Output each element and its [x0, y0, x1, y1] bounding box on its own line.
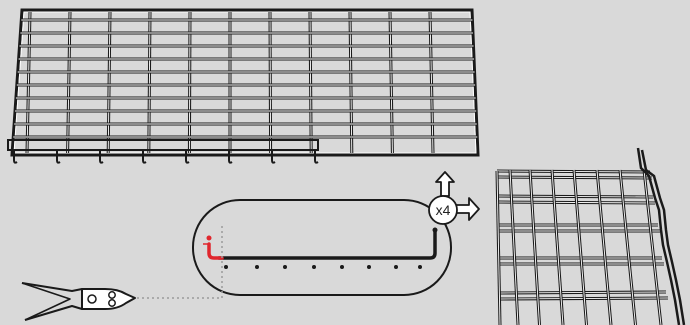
cut-instruction-panel [135, 200, 451, 298]
cross-wire-dot [394, 265, 398, 269]
tray-right-long-wire-highlight [620, 170, 636, 325]
repeat-badge-group: x4 [429, 172, 479, 224]
tray-right-long-wire-highlight [597, 170, 611, 325]
cut-panel-outline [193, 200, 451, 295]
cross-wire-dot [367, 265, 371, 269]
cutter-handle-top [22, 283, 82, 291]
tray-right-long-wire-highlight [510, 170, 518, 325]
cut-end-dot [207, 236, 212, 241]
wire-end-dot [433, 228, 438, 233]
repeat-count-label: x4 [436, 202, 451, 218]
cross-wire-dot [340, 265, 344, 269]
move-up-arrow-icon [436, 172, 454, 196]
wire-mesh-tray-top [8, 10, 478, 163]
tray-right-long-wire-highlight [552, 170, 563, 325]
tray-right-mesh [497, 148, 684, 325]
cross-wire-dot [312, 265, 316, 269]
cutter-head [82, 289, 135, 309]
cross-wire-dot [224, 265, 228, 269]
tray-right-long-wire-highlight [530, 170, 540, 325]
cross-wire-dot [283, 265, 287, 269]
tray-top-horizontal-wires [13, 20, 477, 137]
move-right-arrow-icon [455, 198, 479, 220]
cross-wire-dot [255, 265, 259, 269]
cutter-handle-bottom [25, 306, 82, 320]
tray-right-long-wire-highlight [574, 170, 587, 325]
bolt-cutter-icon [22, 283, 135, 320]
wire-mesh-tray-right [497, 148, 684, 325]
cross-wire-dot [418, 265, 422, 269]
